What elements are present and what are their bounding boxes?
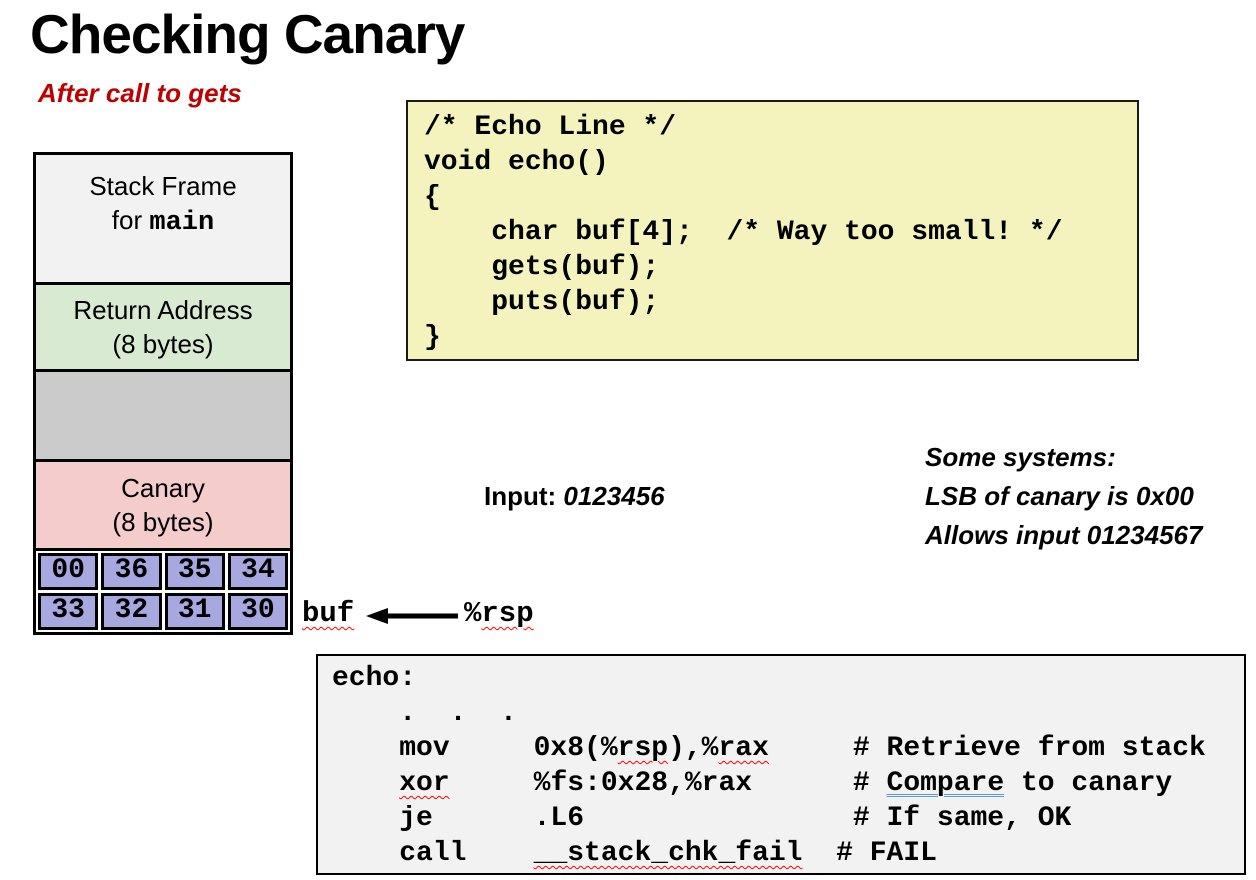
input-note-value: 0123456 [563, 481, 665, 511]
stack-section-label: Canary [36, 471, 290, 505]
c-code-line: char buf[4]; /* Way too small! */ [424, 217, 1063, 248]
text-segment: Return Address [73, 295, 253, 325]
side-note-line: Allows input 01234567 [925, 520, 1203, 550]
text-segment: for [111, 205, 150, 235]
input-note-label: Input: [484, 481, 564, 511]
byte-cell: 00 [38, 553, 99, 590]
slide-title: Checking Canary [30, 3, 465, 65]
text-segment: (8 bytes) [112, 507, 214, 537]
text-segment: Compare [886, 768, 1005, 799]
text-segment [332, 768, 399, 799]
text-segment: call [332, 838, 534, 869]
stack-section-unlabeled [36, 369, 290, 459]
text-segment: # Retrieve from stack [768, 733, 1206, 764]
c-code-line: void echo() [424, 147, 609, 178]
asm-code-line: mov 0x8(%rsp),%rax # Retrieve from stack [332, 731, 1244, 766]
text-segment: % [464, 597, 482, 630]
byte-cell: 30 [227, 593, 288, 630]
asm-code-line: call __stack_chk_fail # FAIL [332, 836, 1244, 871]
c-code-box: /* Echo Line */ void echo() { char buf[4];… [406, 100, 1139, 361]
asm-code-line: xor %fs:0x28,%rax # Compare to canary [332, 766, 1244, 801]
text-segment: rsp [481, 597, 534, 630]
byte-cell: 31 [164, 593, 225, 630]
text-segment: je .L6 # If same, OK [332, 803, 1072, 834]
asm-code-line: . . . [332, 696, 1244, 731]
text-segment: rax [718, 733, 769, 764]
stack-section-return-address: Return Address (8 bytes) [36, 282, 290, 369]
text-segment: __stack_chk_fail [533, 838, 803, 869]
text-segment: rsp [617, 733, 669, 764]
stack-section-label: for main [36, 203, 290, 240]
c-code-line: } [424, 322, 441, 353]
text-segment: (8 bytes) [112, 329, 214, 359]
c-code-line: gets(buf); [424, 252, 660, 283]
byte-cell: 36 [101, 553, 162, 590]
byte-cell: 34 [227, 553, 288, 590]
text-segment: echo: [332, 663, 417, 694]
text-segment: Stack Frame [89, 171, 237, 201]
text-segment: mov 0x8(% [332, 733, 618, 764]
text-segment: ),% [668, 733, 719, 764]
text-segment: xor [399, 768, 450, 799]
text-segment: main [149, 208, 215, 238]
asm-box: echo: . . . mov 0x8(%rsp),%rax # Retriev… [316, 654, 1246, 875]
asm-code-line: echo: [332, 661, 1244, 696]
input-note: Input: 0123456 [484, 481, 665, 512]
rsp-label: %rsp [464, 597, 534, 630]
c-code-line: { [424, 182, 441, 213]
text-segment: buf [302, 597, 355, 630]
text-segment: Canary [121, 473, 205, 503]
left-arrow-icon [366, 608, 458, 624]
asm-code-line: je .L6 # If same, OK [332, 801, 1244, 836]
text-segment: to canary [1004, 768, 1173, 799]
byte-cell: 33 [38, 593, 99, 630]
c-code-lines: /* Echo Line */ void echo() { char buf[4];… [424, 110, 1137, 355]
text-segment: # FAIL [802, 838, 937, 869]
c-code-line: /* Echo Line */ [424, 112, 677, 143]
text-segment: . . . [332, 698, 517, 729]
stack-section-canary: Canary (8 bytes) [36, 459, 290, 548]
slide-subtitle: After call to gets [38, 78, 242, 108]
side-note-line: LSB of canary is 0x00 [925, 481, 1194, 511]
stack-section-label: (8 bytes) [36, 505, 290, 539]
c-code-line: puts(buf); [424, 287, 660, 318]
stack-section-label: (8 bytes) [36, 327, 290, 361]
byte-cell: 32 [101, 593, 162, 630]
text-segment: %fs:0x28,%rax # [449, 768, 887, 799]
asm-code-lines: echo: . . . mov 0x8(%rsp),%rax # Retriev… [332, 661, 1244, 871]
stack-section-label: Return Address [36, 293, 290, 327]
buf-label: buf [302, 597, 354, 630]
stack-section-label: Stack Frame [36, 169, 290, 203]
side-note-line: Some systems: [925, 442, 1116, 472]
byte-cell: 35 [164, 553, 225, 590]
